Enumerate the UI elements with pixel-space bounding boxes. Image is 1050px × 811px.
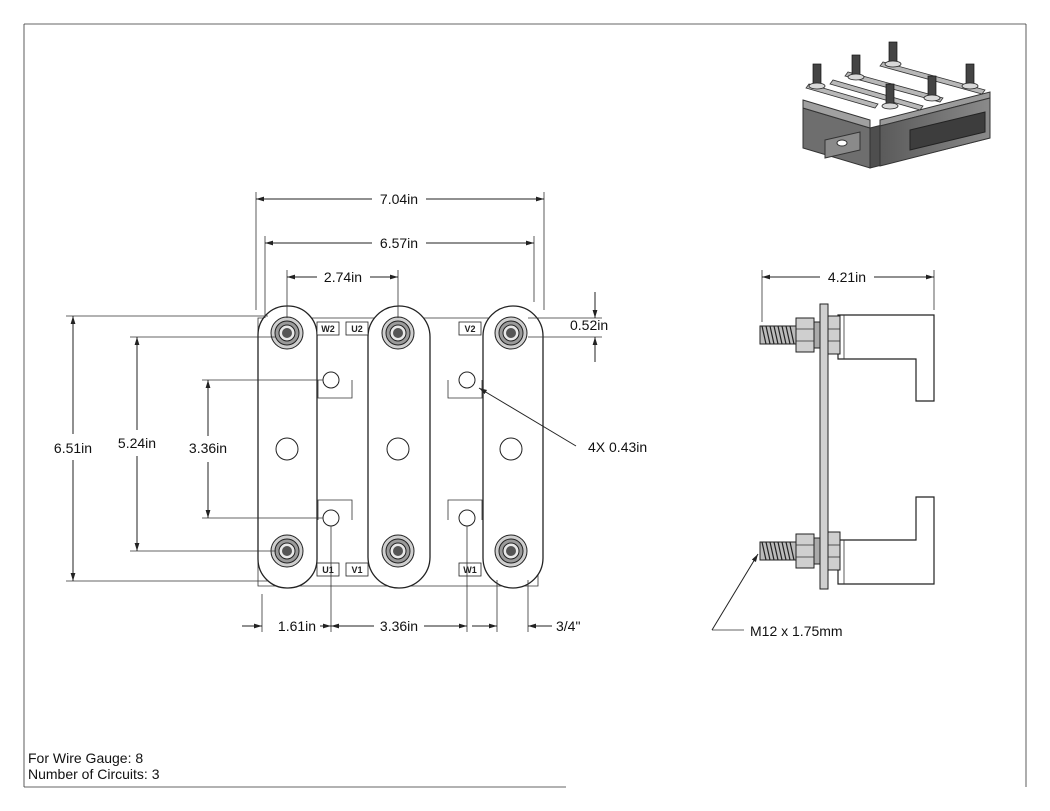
side-dimensions: 4.21in M12 x 1.75mm: [711, 269, 935, 639]
dim-thread-spec: M12 x 1.75mm: [750, 623, 843, 639]
dim-side-depth: 4.21in: [828, 269, 866, 285]
threaded-stud-top: [759, 325, 797, 345]
dim-stud-pitch: 2.74in: [324, 269, 362, 285]
label-w1: W1: [463, 565, 477, 575]
label-u2: U2: [351, 324, 363, 334]
side-view: [759, 303, 935, 590]
front-view: W2 U2 V2 U1 V1 W1: [257, 305, 544, 589]
dim-foot-offset: 3/4": [556, 618, 580, 634]
dim-hole-spec: 4X 0.43in: [588, 439, 647, 455]
dim-stud-span-width: 6.57in: [380, 235, 418, 251]
mounting-holes: [275, 371, 523, 527]
label-v1: V1: [351, 565, 362, 575]
note-circuits: Number of Circuits: 3: [28, 766, 160, 782]
dim-overall-height: 6.51in: [54, 440, 92, 456]
label-v2: V2: [464, 324, 475, 334]
isometric-view: [802, 41, 991, 169]
dim-stud-span-height: 5.24in: [118, 435, 156, 451]
front-dimensions: 7.04in 6.57in 2.74in 0.52in 6.51in 5.24i…: [54, 191, 647, 634]
dim-edge-to-hole: 1.61in: [278, 618, 316, 634]
threaded-stud-bottom: [759, 541, 797, 561]
dim-overall-width: 7.04in: [380, 191, 418, 207]
stud-nuts: [270, 316, 528, 568]
dim-hole-pitch-vertical: 3.36in: [189, 440, 227, 456]
label-w2: W2: [321, 324, 335, 334]
sheet-border: [23, 23, 1027, 788]
note-wire-gauge: For Wire Gauge: 8: [28, 750, 143, 766]
label-u1: U1: [322, 565, 334, 575]
dim-strap-thickness: 0.52in: [570, 317, 608, 333]
dim-hole-pitch-horizontal: 3.36in: [380, 618, 418, 634]
